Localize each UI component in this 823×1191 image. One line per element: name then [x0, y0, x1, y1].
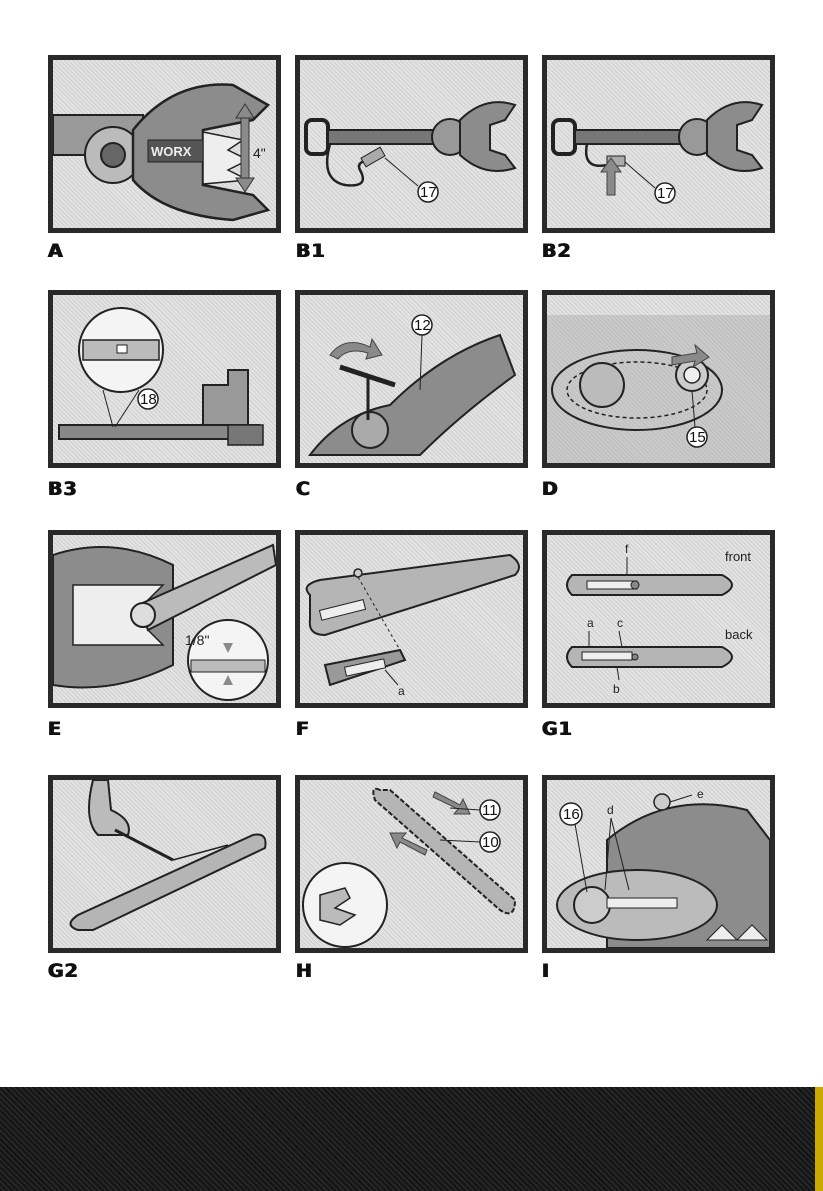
chain-installation-illustration: 11 10: [300, 780, 523, 948]
worx-logo: WORX: [151, 144, 192, 159]
measurement-label: 1/8": [185, 632, 209, 648]
callout-15: 15: [689, 429, 706, 446]
guide-bar-plate-illustration: a: [300, 535, 523, 703]
callout-12: 12: [414, 317, 431, 334]
chain-cover-reassembly-illustration: e d 16: [547, 780, 770, 948]
figure-panel-i: e d 16: [542, 775, 775, 953]
figure-panel-b1: 17: [295, 55, 528, 233]
figure-panel-a: WORX 4": [48, 55, 281, 233]
figure-label-e: E: [48, 718, 62, 740]
figure-label-d: D: [542, 478, 559, 500]
wrench-removal-illustration: 12: [300, 295, 523, 463]
chain-tension-knob-illustration: 15: [547, 295, 770, 463]
saw-head-detail-illustration: 18: [53, 295, 276, 463]
guide-bar-front-back-illustration: f front a c back b: [547, 535, 770, 703]
callout-18: 18: [140, 391, 157, 408]
chainsaw-jaw-illustration: WORX 4": [53, 60, 276, 228]
letter-f: f: [625, 542, 629, 556]
figure-label-g2: G2: [48, 960, 79, 982]
callout-10: 10: [482, 834, 499, 851]
callout-17: 17: [420, 184, 437, 201]
figure-label-g1: G1: [542, 718, 573, 740]
figure-label-i: I: [542, 960, 550, 982]
letter-a: a: [587, 616, 594, 630]
cleaning-guide-bar-illustration: [53, 780, 276, 948]
figure-panel-c: 12: [295, 290, 528, 468]
figure-panel-g1: f front a c back b: [542, 530, 775, 708]
figure-label-h: H: [296, 960, 313, 982]
footer-edge-accent: [815, 1087, 823, 1191]
figure-label-c: C: [296, 478, 311, 500]
letter-a: a: [398, 684, 405, 698]
letter-c: c: [617, 616, 623, 630]
callout-11: 11: [482, 802, 498, 819]
label-front: front: [725, 549, 751, 564]
figure-panel-b2: 17: [542, 55, 775, 233]
figure-panel-e: 1/8": [48, 530, 281, 708]
measurement-label: 4": [253, 145, 266, 161]
figure-label-b3: B3: [48, 478, 78, 500]
figure-label-f: F: [296, 718, 310, 740]
letter-e: e: [697, 787, 704, 801]
figure-label-b2: B2: [542, 240, 572, 262]
label-back: back: [725, 627, 753, 642]
callout-16: 16: [563, 806, 580, 823]
rotate-arrow-icon: [330, 339, 382, 359]
figure-panel-b3: 18: [48, 290, 281, 468]
callout-17: 17: [657, 185, 674, 202]
letter-d: d: [607, 803, 614, 817]
figure-label-a: A: [48, 240, 64, 262]
figure-panel-h: 11 10: [295, 775, 528, 953]
figure-panel-f: a: [295, 530, 528, 708]
direction-arrow-icon: [433, 792, 470, 814]
pole-saw-with-cord-illustration: 17: [300, 60, 523, 228]
pole-saw-cord-attached-illustration: 17: [547, 60, 770, 228]
chain-slack-check-illustration: 1/8": [53, 535, 276, 703]
figure-panel-d: 15: [542, 290, 775, 468]
footer-band: [0, 1087, 823, 1191]
figure-panel-g2: [48, 775, 281, 953]
letter-b: b: [613, 682, 620, 696]
figure-label-b1: B1: [296, 240, 326, 262]
